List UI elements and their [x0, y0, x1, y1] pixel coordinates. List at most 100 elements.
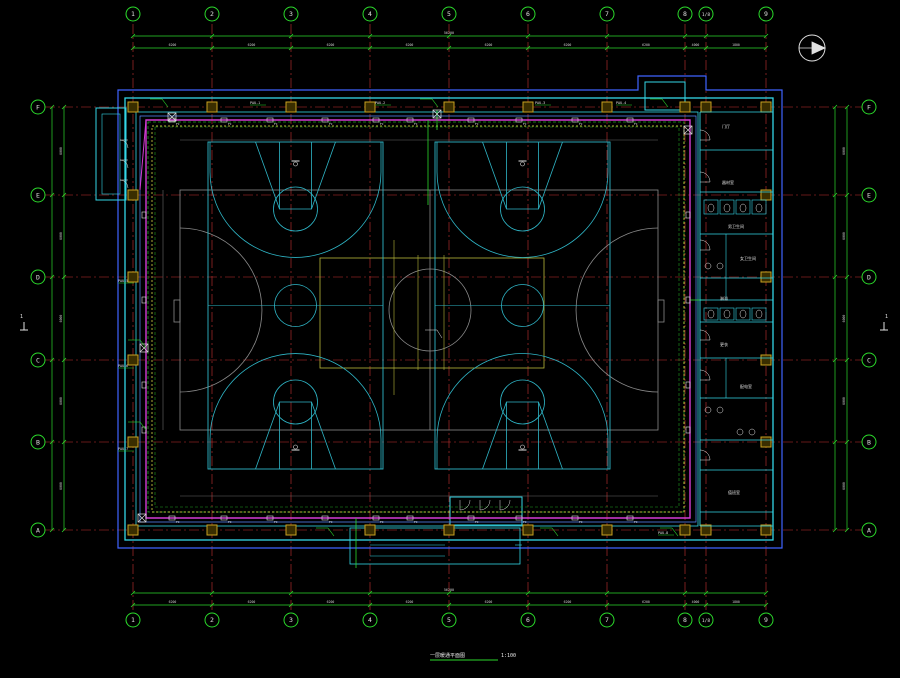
room-label: 器材室 [722, 179, 734, 185]
grid-bubble-row-label: C [36, 356, 40, 364]
row-dimension-left: 6000 [59, 232, 63, 240]
structural-column [760, 271, 772, 283]
room-label: 女卫生间 [740, 255, 756, 261]
toilet-fixture [755, 309, 763, 319]
grid-bubble-col-label: 6 [526, 616, 530, 624]
bay-dimension-bottom: 1800 [732, 600, 740, 604]
grid-bubble-row-label: D [36, 273, 40, 281]
entrance-vestibule-left-inner [101, 113, 121, 195]
door-swing [699, 369, 711, 381]
dimension-tick [682, 590, 688, 596]
grid-bubble-row [30, 187, 46, 203]
grid-bubble-col-label: 2 [210, 10, 214, 18]
basketball-ft-circle-top [500, 186, 545, 232]
dimension-tick [604, 33, 610, 39]
grid-bubble-col-label: 8 [683, 10, 687, 18]
toilet-stall [719, 199, 735, 215]
dimension-tick [525, 33, 531, 39]
bay-dimension-top: 6200 [327, 43, 335, 47]
dimension-tick [525, 45, 531, 51]
structural-column [522, 101, 534, 113]
basketball-three-point-bottom [209, 353, 382, 469]
equipment-tag: PAU-7 [118, 447, 128, 451]
fan-coil-tag: FC [228, 122, 232, 126]
structural-column [127, 436, 139, 448]
equipment-tag: PAU-4 [616, 101, 626, 105]
basketball-hoop-top [520, 161, 525, 167]
fan-coil-tag: FC [228, 520, 232, 524]
structural-column [364, 101, 376, 113]
grid-bubble-col [698, 612, 714, 628]
grid-bubble-col [677, 6, 693, 22]
fan-coil-unit [372, 515, 380, 521]
grid-bubble-col-label: 5 [447, 10, 451, 18]
dimension-tick [703, 33, 709, 39]
door-swing [119, 139, 129, 149]
structural-column [206, 101, 218, 113]
center-callout [436, 329, 443, 339]
sink-fixture [736, 428, 744, 436]
dimension-tick [844, 104, 850, 110]
fan-coil-tag: FC [329, 520, 333, 524]
dimension-tick [49, 104, 55, 110]
grid-bubble-col [362, 612, 378, 628]
dimension-tick [130, 590, 136, 596]
bay-dimension-bottom: 6200 [327, 600, 335, 604]
fan-coil-unit [372, 117, 380, 123]
grid-bubble-row [30, 99, 46, 115]
dimension-tick [703, 602, 709, 608]
drawing-scale: 1:100 [501, 653, 516, 659]
grid-bubble-col-label: 2 [210, 616, 214, 624]
toilet-stall [751, 199, 767, 215]
equipment-tag: PAU-6 [118, 364, 128, 368]
grid-bubble-col [758, 6, 774, 22]
grid-bubble-col [283, 612, 299, 628]
bay-dimension-top: 4000 [692, 43, 700, 47]
basketball-hoop-bottom [293, 444, 298, 450]
structural-column [285, 101, 297, 113]
grid-bubble-col-label: 9 [764, 10, 768, 18]
structural-column [285, 524, 297, 536]
callout-leader [661, 98, 669, 108]
toilet-fixture [707, 309, 715, 319]
section-mark-left-label: 1 [20, 314, 23, 320]
grid-bubble-row [30, 269, 46, 285]
dimension-tick [446, 45, 452, 51]
section-mark-left: 1 [20, 314, 28, 331]
dimension-tick [367, 45, 373, 51]
basketball-ft-circle-bottom [273, 379, 318, 425]
structural-column [679, 524, 691, 536]
structural-column [760, 436, 772, 448]
grid-bubble-row-label: A [36, 526, 40, 534]
row-dimension-left: 6000 [59, 397, 63, 405]
valve-cross [432, 109, 442, 119]
grid-bubble-row [30, 352, 46, 368]
fan-coil-tag: FC [579, 122, 583, 126]
section-mark-right: 1 [880, 314, 888, 331]
grid-bubble-col [520, 612, 536, 628]
exterior-outline [117, 75, 783, 549]
bay-dimension-bottom: 6200 [406, 600, 414, 604]
grid-bubble-col [677, 612, 693, 628]
grid-bubble-col [758, 612, 774, 628]
sink-fixture [716, 262, 724, 270]
dimension-tick [682, 45, 688, 51]
equipment-tag: PAU-3 [535, 101, 545, 105]
toilet-stall [735, 199, 751, 215]
futsal-field-boundary [179, 189, 659, 431]
dimension-tick [367, 590, 373, 596]
grid-bubble-col [283, 6, 299, 22]
grid-bubble-col [599, 6, 615, 22]
structural-column [364, 524, 376, 536]
dimension-tick [61, 104, 67, 110]
door-swing [699, 239, 711, 251]
fan-coil-tag: FC [475, 520, 479, 524]
grid-bubble-row [861, 187, 877, 203]
room-label: 更衣 [720, 341, 728, 347]
fan-coil-tag: FC [176, 520, 180, 524]
fan-coil-tag: FC [274, 122, 278, 126]
grid-bubble-row [30, 434, 46, 450]
valve-box [683, 125, 693, 135]
dimension-tick [130, 602, 136, 608]
